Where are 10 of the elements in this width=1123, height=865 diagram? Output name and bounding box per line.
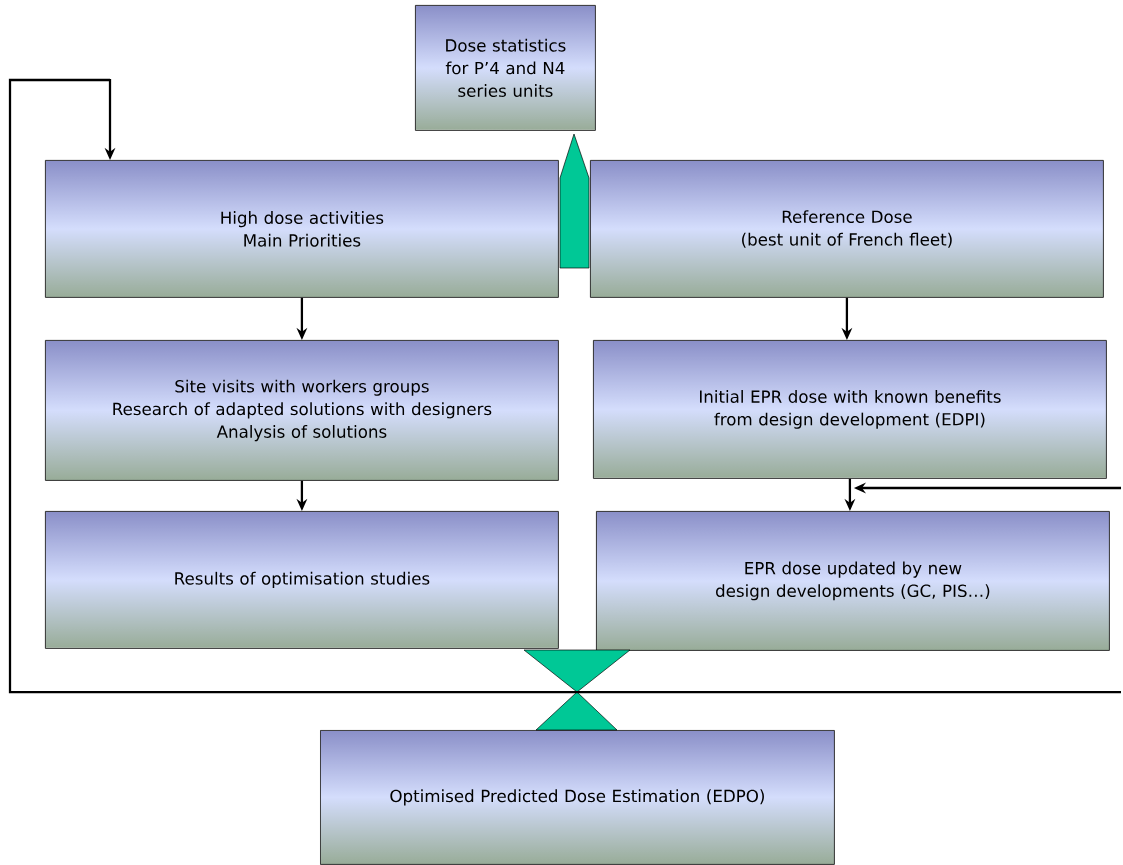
process-box: High dose activities Main Priorities [45, 160, 559, 298]
process-box: Optimised Predicted Dose Estimation (EDPO) [320, 730, 835, 865]
block-arrow [523, 649, 631, 731]
block-arrow [559, 133, 590, 269]
process-box: Results of optimisation studies [45, 511, 559, 649]
process-box: Dose statistics for P’4 and N4 series units [415, 5, 596, 131]
process-box: Site visits with workers groups Research of adapted solutions with designers Analysis of solutions [45, 340, 559, 481]
process-box: Initial EPR dose with known benefits from design development (EDPI) [593, 340, 1107, 479]
process-box: EPR dose updated by new design developments (GC, PIS…) [596, 511, 1110, 651]
process-box: Reference Dose (best unit of French fleet) [590, 160, 1104, 298]
